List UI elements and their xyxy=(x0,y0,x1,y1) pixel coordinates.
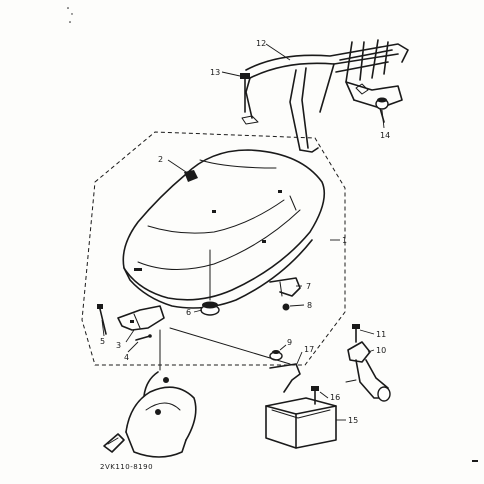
seat-lock-cylinder[interactable] xyxy=(345,341,391,402)
callout-12: 12 xyxy=(256,39,266,48)
seat-stay[interactable] xyxy=(269,363,301,393)
callout-16: 16 xyxy=(330,393,340,402)
drawing-code: 2VK110-8190 xyxy=(100,463,153,471)
assembly-guides xyxy=(159,249,291,371)
callout-8: 8 xyxy=(307,301,312,310)
callout-4: 4 xyxy=(124,353,129,362)
callout-labels: 1 2 3 4 5 6 7 8 9 10 11 12 13 14 15 16 1… xyxy=(100,39,390,425)
callout-7: 7 xyxy=(306,282,311,291)
seat-lock-bracket[interactable] xyxy=(117,305,165,331)
frame-section xyxy=(103,371,197,458)
tool-box[interactable] xyxy=(265,397,337,449)
callout-13: 13 xyxy=(210,68,220,77)
callout-2: 2 xyxy=(158,155,163,164)
rack-bolt[interactable] xyxy=(240,73,250,113)
grommet[interactable] xyxy=(269,350,283,361)
callout-11: 11 xyxy=(376,330,386,339)
seat-assembly[interactable] xyxy=(122,149,326,309)
scan-specks xyxy=(67,7,478,462)
tool-box-bolt[interactable] xyxy=(311,386,319,405)
callout-15: 15 xyxy=(348,416,358,425)
seat-emblem[interactable] xyxy=(184,170,198,182)
seat-hook[interactable] xyxy=(269,277,301,297)
callout-9: 9 xyxy=(287,338,292,347)
callout-3: 3 xyxy=(116,341,121,350)
lock-screw[interactable] xyxy=(352,324,360,343)
callout-14: 14 xyxy=(380,131,390,140)
callout-10: 10 xyxy=(376,346,386,355)
callout-1: 1 xyxy=(342,236,347,245)
callout-6: 6 xyxy=(186,308,191,317)
bracket-bolt[interactable] xyxy=(97,304,107,335)
seat-damper[interactable] xyxy=(200,301,220,316)
hook-bolt[interactable] xyxy=(282,303,290,311)
callout-17: 17 xyxy=(304,345,314,354)
bracket-pin[interactable] xyxy=(135,334,152,341)
rack-cushion[interactable] xyxy=(375,97,389,110)
leader-lines xyxy=(101,43,385,421)
rear-carrier-rack[interactable] xyxy=(241,39,409,153)
callout-5: 5 xyxy=(100,337,105,346)
assembly-boundary xyxy=(81,131,346,366)
